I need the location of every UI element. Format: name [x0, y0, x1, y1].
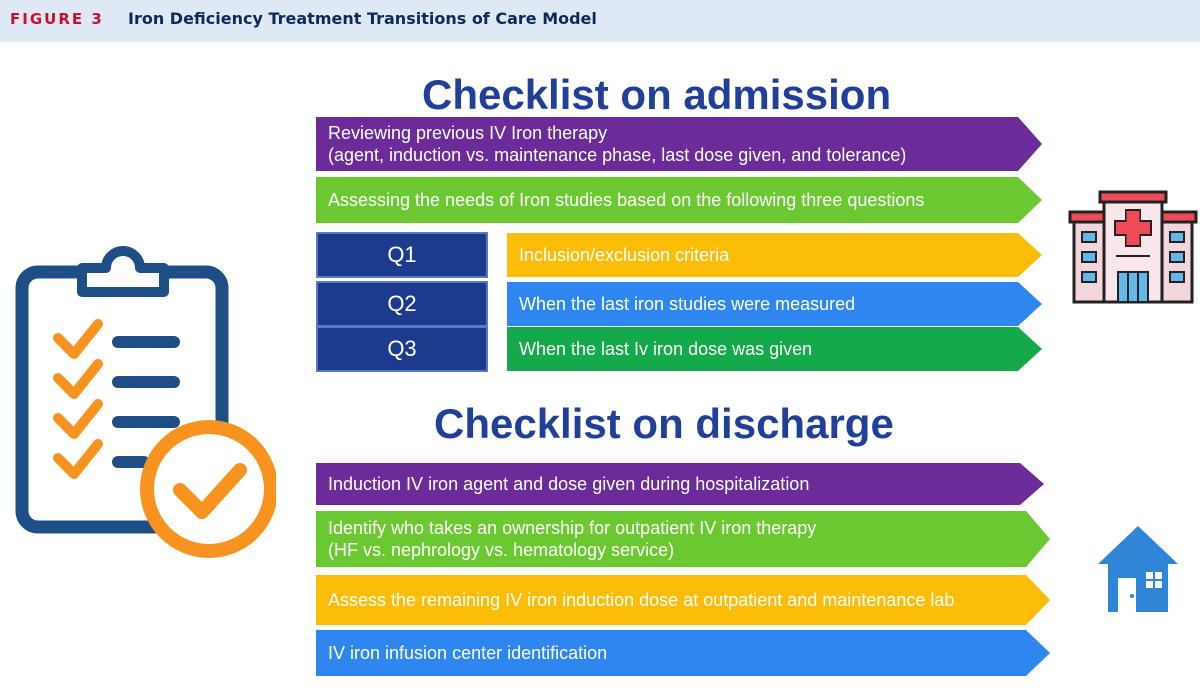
discharge-step-arrow: Assess the remaining IV iron induction d… — [316, 575, 1050, 625]
admission-step-arrow: Reviewing previous IV Iron therapy(agent… — [316, 117, 1042, 171]
arrow-text-line: Identify who takes an ownership for outp… — [328, 518, 817, 538]
question-text: When the last iron studies were measured — [519, 294, 856, 314]
arrow-text-line: (agent, induction vs. maintenance phase,… — [328, 145, 907, 165]
question-text: Inclusion/exclusion criteria — [519, 245, 730, 265]
question-arrow: Inclusion/exclusion criteria — [507, 233, 1042, 277]
question-arrow: When the last iron studies were measured — [507, 282, 1042, 326]
figure-title: Iron Deficiency Treatment Transitions of… — [128, 9, 597, 28]
arrow-text-line: Assessing the needs of Iron studies base… — [328, 190, 925, 210]
arrow-text-line: (HF vs. nephrology vs. hematology servic… — [328, 540, 675, 560]
arrow-text-line: Reviewing previous IV Iron therapy — [328, 123, 608, 143]
admission-step-arrow: Assessing the needs of Iron studies base… — [316, 177, 1042, 223]
figure-label: FIGURE 3 — [10, 10, 104, 28]
discharge-step-arrow: Induction IV iron agent and dose given d… — [316, 463, 1044, 505]
arrow-text-line: Assess the remaining IV iron induction d… — [328, 590, 955, 610]
question-label-box: Q2 — [316, 281, 488, 327]
question-label-box: Q1 — [316, 232, 488, 278]
admission-heading: Checklist on admission — [422, 71, 892, 118]
discharge-heading: Checklist on discharge — [434, 400, 894, 447]
home-icon — [1098, 526, 1178, 612]
arrow-text-line: IV iron infusion center identification — [328, 643, 608, 663]
clipboard-checklist-icon — [15, 246, 276, 558]
arrow-text-line: Induction IV iron agent and dose given d… — [328, 474, 810, 494]
discharge-step-arrow: Identify who takes an ownership for outp… — [316, 511, 1050, 567]
hospital-icon — [1068, 190, 1198, 304]
question-arrow: When the last Iv iron dose was given — [507, 327, 1042, 371]
figure-header: FIGURE 3 Iron Deficiency Treatment Trans… — [0, 0, 1200, 42]
discharge-step-arrow: IV iron infusion center identification — [316, 630, 1050, 676]
question-text: When the last Iv iron dose was given — [519, 339, 813, 359]
question-label-box: Q3 — [316, 326, 488, 372]
